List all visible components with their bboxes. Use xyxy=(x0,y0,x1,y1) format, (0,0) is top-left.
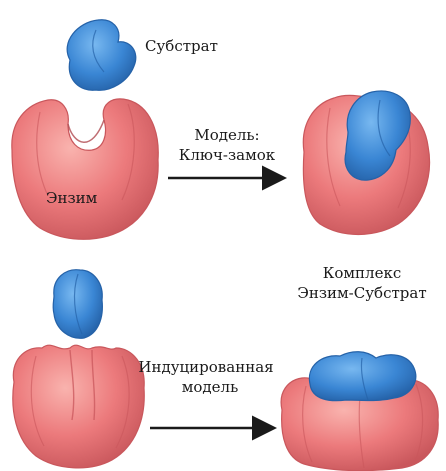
enzyme-free-bottom xyxy=(13,345,144,468)
enzyme-free-top xyxy=(12,99,158,239)
enzyme-label: Энзим xyxy=(46,189,97,207)
induced-label-line2: модель xyxy=(150,378,270,396)
substrate-free-top xyxy=(67,20,136,91)
substrate-bound-bottom xyxy=(309,352,415,401)
complex-label-line2: Энзим-Субстрат xyxy=(282,284,442,302)
substrate-free-bottom xyxy=(53,270,102,339)
induced-label-line1: Индуцированная xyxy=(128,358,284,376)
complex-label-line1: Комплекс xyxy=(292,264,432,282)
lock-key-label-line1: Модель: xyxy=(168,126,286,144)
lock-key-label-line2: Ключ-замок xyxy=(168,146,286,164)
substrate-label: Субстрат xyxy=(145,37,218,55)
